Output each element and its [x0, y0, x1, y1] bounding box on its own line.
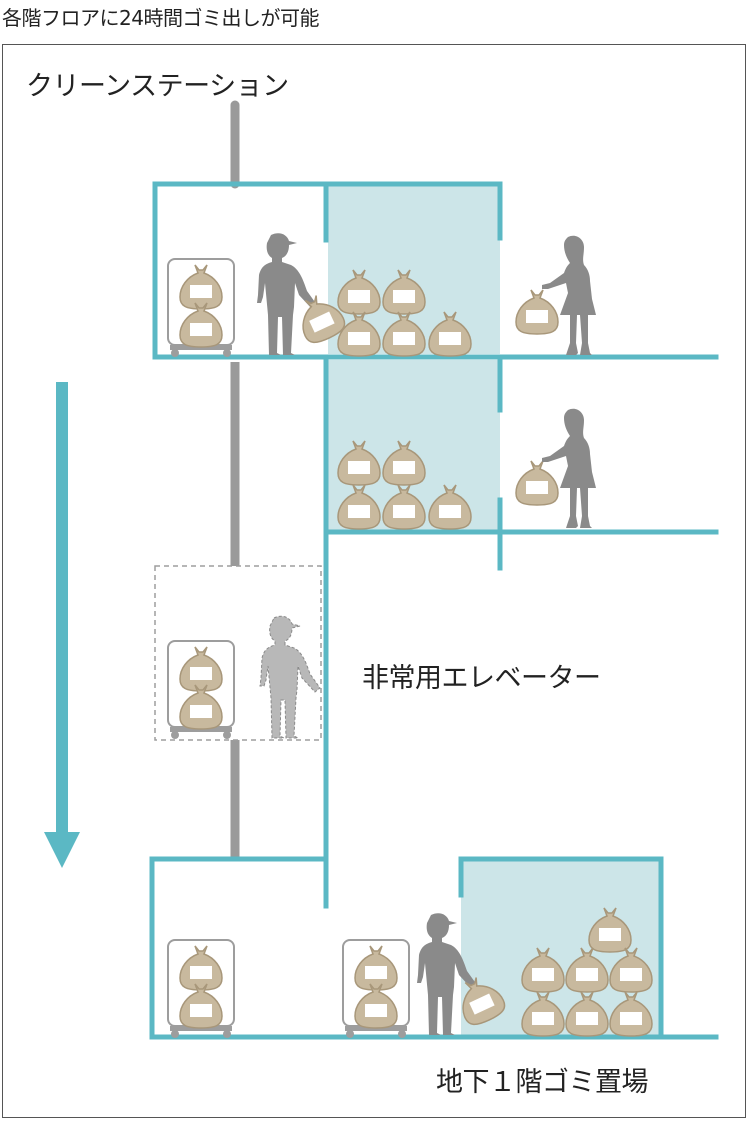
emergency-elevator-label: 非常用エレベーター — [362, 663, 601, 694]
worker-silhouette-icon — [259, 615, 321, 739]
diagram-frame — [2, 44, 746, 1118]
building-walls — [149, 181, 719, 1040]
page-title: 各階フロアに24時間ゴミ出しが可能 — [2, 6, 319, 30]
woman-silhouette-icon — [542, 235, 596, 355]
garbage-bag-icon — [515, 289, 559, 335]
down-arrow-icon — [44, 382, 80, 868]
basement-storage-label: 地下１階ゴミ置場 — [436, 1067, 649, 1098]
garbage-cart-icon — [342, 939, 410, 1039]
clean-station-label: クリーンステーション — [26, 71, 289, 102]
garbage-cart-icon — [167, 939, 235, 1039]
garbage-cart-icon — [167, 258, 235, 358]
garbage-bag-icon — [515, 460, 559, 506]
elevator-car-moving — [154, 565, 322, 741]
woman-silhouette-icon — [542, 408, 596, 528]
garbage-cart-icon — [167, 640, 235, 740]
